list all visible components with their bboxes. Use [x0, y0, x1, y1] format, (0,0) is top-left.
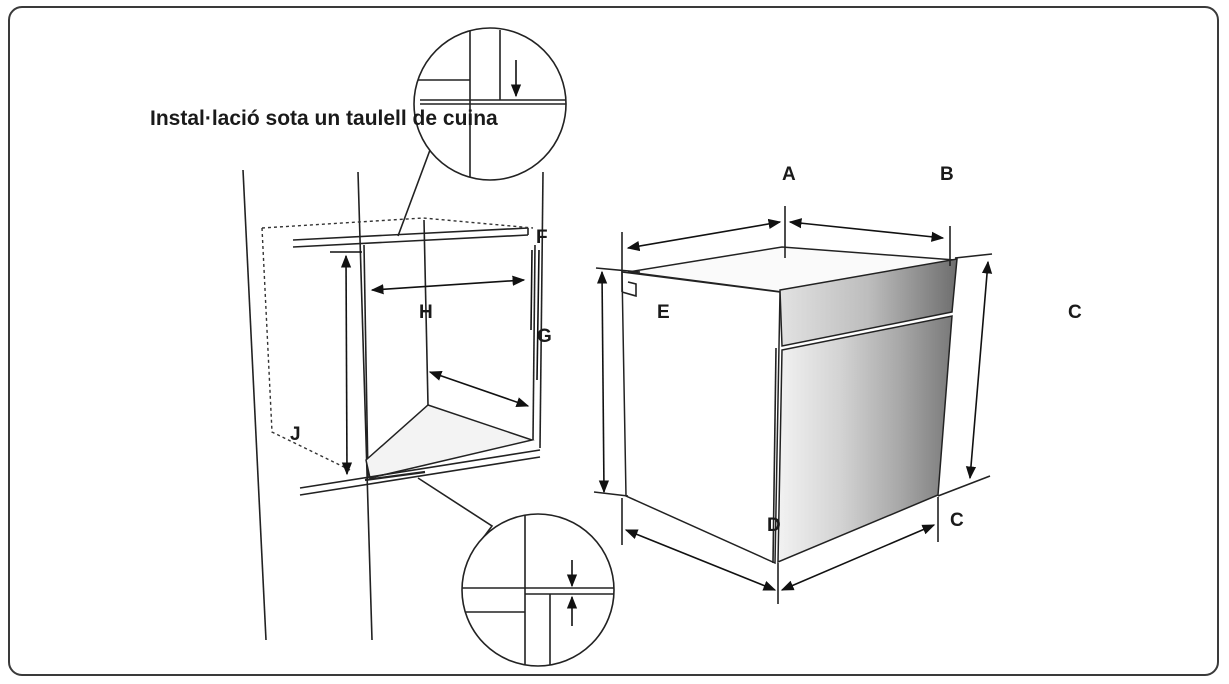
label-d: D	[767, 515, 781, 536]
label-f: F	[536, 227, 548, 248]
diagram-frame	[8, 6, 1219, 676]
cabinet-drawing	[242, 27, 615, 667]
label-e: E	[657, 302, 670, 323]
label-j: J	[290, 424, 301, 445]
label-a: A	[782, 164, 796, 185]
label-c-bottom: C	[950, 510, 964, 531]
label-h: H	[419, 302, 433, 323]
label-b: B	[940, 164, 954, 185]
label-g: G	[537, 326, 552, 347]
oven-drawing	[593, 206, 993, 604]
diagram-title: Instal·lació sota un taulell de cuina	[150, 107, 498, 130]
label-c-right: C	[1068, 302, 1082, 323]
